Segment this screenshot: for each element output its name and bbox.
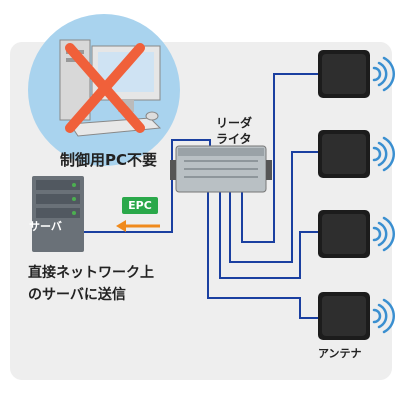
server-reader-cable [84,139,211,233]
antenna-cable-1 [241,73,318,243]
epc-arrow [116,220,160,232]
network-cables [84,73,318,319]
antenna-4 [318,292,370,340]
reader-writer-label-line2: ライタ [216,132,252,146]
pc-not-required-label: 制御用PC不要 [60,151,158,169]
reader-writer-label-line1: リーダ [216,116,253,130]
reader-writer-device [170,145,272,193]
antenna-cable-4 [207,190,318,319]
antenna-1 [318,50,370,98]
wifi-icon [372,136,395,172]
wifi-icon [372,298,395,334]
antenna-cable-3 [219,190,318,279]
description-line2: のサーバに送信 [28,287,126,303]
wifi-icon [372,56,395,92]
antenna-2 [318,130,370,178]
server-label: サーバ [29,220,62,233]
pc-mouse [145,111,159,121]
antenna-3 [318,210,370,258]
epc-badge: EPC [122,197,158,214]
server-illustration [32,176,84,252]
pc-illustration [28,14,180,166]
antenna-label: アンテナ [318,347,362,360]
description-line1: 直接ネットワーク上 [28,265,154,281]
antenna-cable-2 [229,151,318,263]
wifi-icon [372,216,395,252]
cross-icon [65,43,145,133]
